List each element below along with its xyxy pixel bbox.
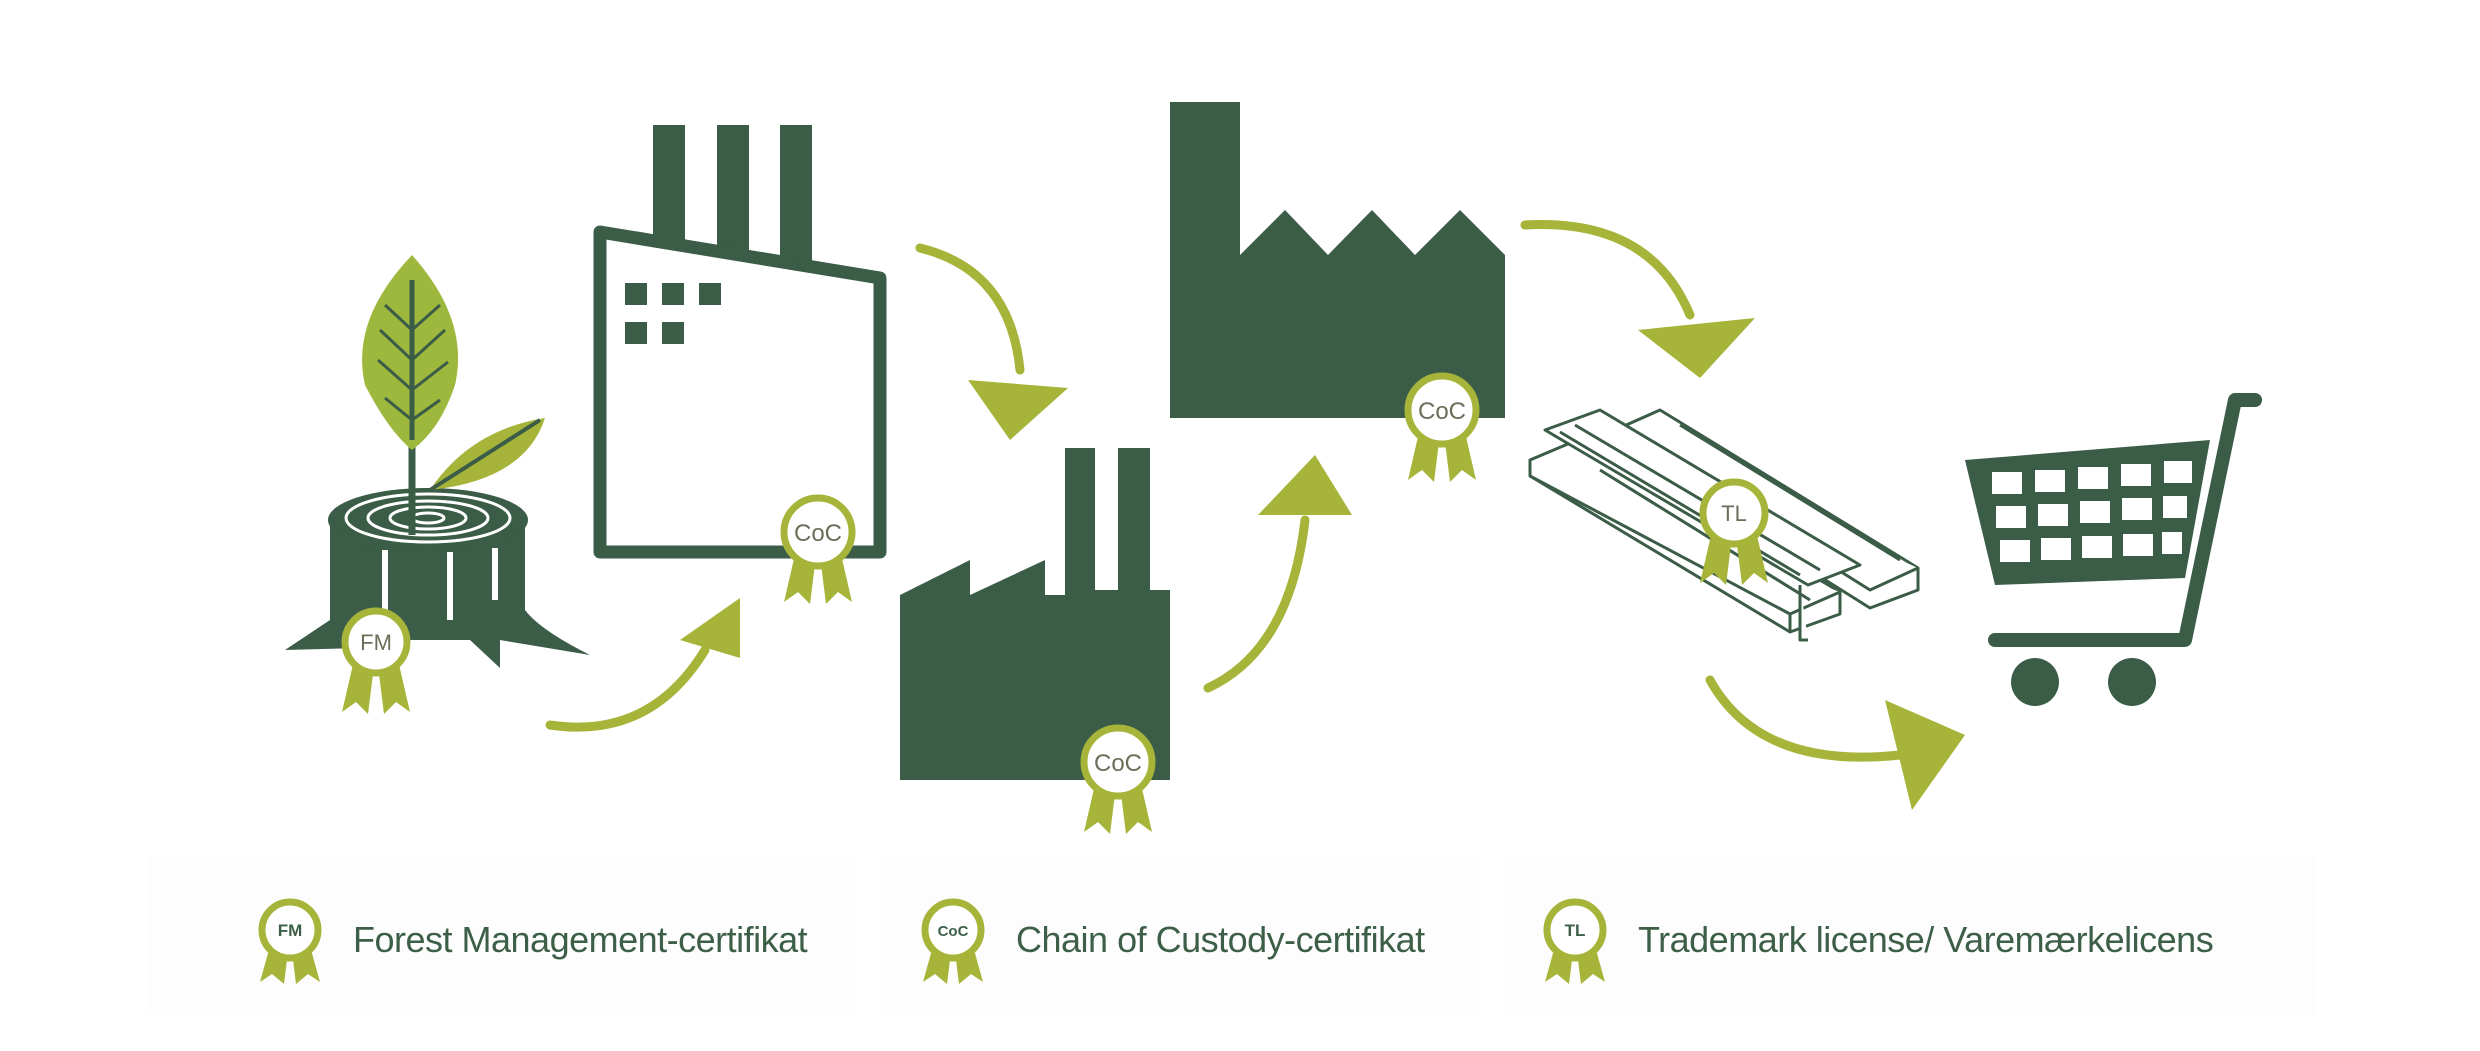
- tl-legend-badge-label: TL: [1565, 921, 1586, 940]
- processing-factory-icon: [593, 125, 887, 559]
- fm-badge-label: FM: [360, 630, 392, 655]
- coc-badge-3: CoC: [1404, 372, 1480, 482]
- legend-item-fm: FM Forest Management-certifikat: [255, 895, 808, 985]
- coc-badge-label: CoC: [1094, 750, 1142, 777]
- shopping-cart-icon: [1965, 393, 2262, 706]
- coc-legend-badge-icon: CoC: [921, 898, 985, 984]
- tl-badge-label: TL: [1721, 501, 1747, 526]
- coc-badge-label: CoC: [1418, 398, 1466, 425]
- fm-legend-badge-label: FM: [278, 921, 303, 940]
- flow-arrow-5: [1705, 675, 1965, 810]
- flow-arrow-4: [1520, 220, 1755, 378]
- distributor-factory-icon: [1170, 102, 1505, 418]
- coc-legend-badge-label: CoC: [938, 923, 969, 940]
- legend-label-tl: Trademark license/ Varemærkelicens: [1638, 919, 2214, 960]
- legend-panel-3: [1505, 855, 2315, 1015]
- legend-item-coc: CoC Chain of Custody-certifikat: [918, 895, 1425, 985]
- legend-label-coc: Chain of Custody-certifikat: [1016, 919, 1425, 960]
- flow-arrow-2: [915, 243, 1068, 440]
- flow-arrow-3: [1203, 455, 1352, 693]
- flow-arrow-1: [545, 598, 740, 732]
- manufacturer-factory-icon: [900, 448, 1170, 780]
- tl-legend-badge-icon: TL: [1543, 898, 1607, 984]
- coc-badge-2: CoC: [1080, 724, 1156, 834]
- legend-label-fm: Forest Management-certifikat: [353, 919, 808, 960]
- tree-stump-icon: [285, 488, 590, 670]
- fm-legend-badge-icon: FM: [258, 898, 322, 984]
- tl-badge: TL: [1699, 478, 1769, 585]
- legend-item-tl: TL Trademark license/ Varemærkelicens: [1540, 895, 2214, 985]
- seedling-icon: [362, 255, 545, 535]
- coc-badge-label: CoC: [794, 520, 842, 547]
- fm-badge: FM: [341, 607, 411, 714]
- coc-badge-1: CoC: [780, 494, 856, 604]
